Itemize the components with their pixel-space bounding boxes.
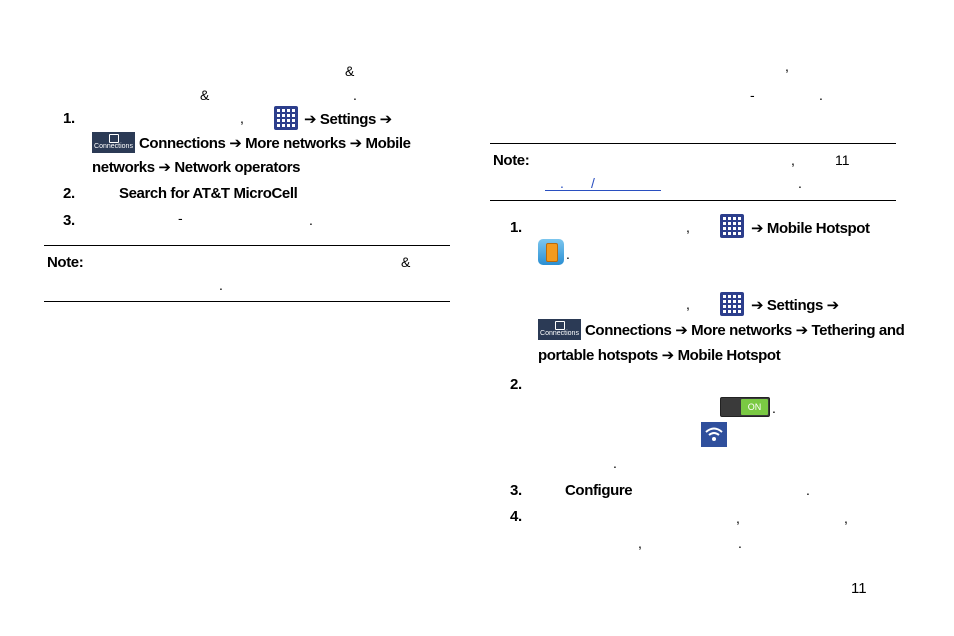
apps-grid-icon (274, 106, 298, 130)
step-number: 2. (510, 376, 522, 393)
ampersand: & (345, 63, 355, 79)
mobile-hotspot-path: ➔ Mobile Hotspot (751, 220, 870, 237)
comma: , (686, 219, 690, 235)
configure-text: Configure (565, 482, 633, 499)
period: . (566, 246, 570, 262)
period: . (284, 185, 288, 201)
settings-path: ➔ Settings ➔ (751, 297, 839, 314)
hyphen: - (178, 210, 183, 226)
period: . (219, 277, 223, 293)
step-number: 1. (63, 110, 75, 127)
period: . (738, 535, 742, 551)
comma: , (686, 296, 690, 312)
period: . (353, 87, 357, 103)
link-slash[interactable]: / (591, 175, 595, 191)
comma: , (791, 152, 795, 168)
period: . (806, 482, 810, 498)
step-number: 4. (510, 508, 522, 525)
note-label: Note: (493, 152, 530, 169)
page-number: 11 (851, 580, 867, 597)
step-number: 3. (510, 482, 522, 499)
apps-grid-icon (720, 292, 744, 316)
search-microcell-text: Search for AT&T MicroCell (119, 185, 298, 202)
note-divider-bottom (44, 301, 450, 302)
page-reference: 11 (835, 152, 850, 168)
step-number: 1. (510, 219, 522, 236)
apps-grid-icon (720, 214, 744, 238)
wifi-icon (701, 422, 727, 447)
connections-path: Connections ➔ More networks ➔ Mobile (139, 135, 411, 152)
comma: , (785, 58, 789, 74)
ampersand: & (200, 87, 210, 103)
on-off-toggle-icon: ON (720, 397, 770, 417)
comma: , (844, 510, 848, 526)
comma: , (638, 535, 642, 551)
period: . (798, 175, 802, 191)
link-dot[interactable]: . (560, 175, 564, 191)
period: . (772, 400, 776, 416)
period: . (613, 455, 617, 471)
connections-tab-icon: Connections (92, 132, 135, 153)
period: . (767, 346, 771, 362)
mobile-hotspot-icon (538, 239, 564, 265)
comma: , (240, 110, 244, 126)
note-divider-bottom (490, 200, 896, 201)
network-operators-path: networks ➔ Network operators (92, 159, 301, 176)
settings-path: ➔ Settings ➔ (304, 111, 392, 128)
note-divider-top (44, 245, 450, 246)
hyphen: - (750, 87, 755, 103)
period: . (309, 212, 313, 228)
step-number: 2. (63, 185, 75, 202)
tethering-path: Connections ➔ More networks ➔ Tethering … (585, 322, 905, 339)
note-divider-top (490, 143, 896, 144)
step-number: 3. (63, 212, 75, 229)
portable-hotspots-path: portable hotspots ➔ Mobile Hotspot (538, 347, 781, 364)
comma: , (736, 510, 740, 526)
period: . (819, 87, 823, 103)
ampersand: & (401, 254, 411, 270)
period: . (292, 158, 296, 174)
connections-tab-icon: Connections (538, 319, 581, 340)
link-underline (545, 190, 661, 191)
note-label: Note: (47, 254, 84, 271)
